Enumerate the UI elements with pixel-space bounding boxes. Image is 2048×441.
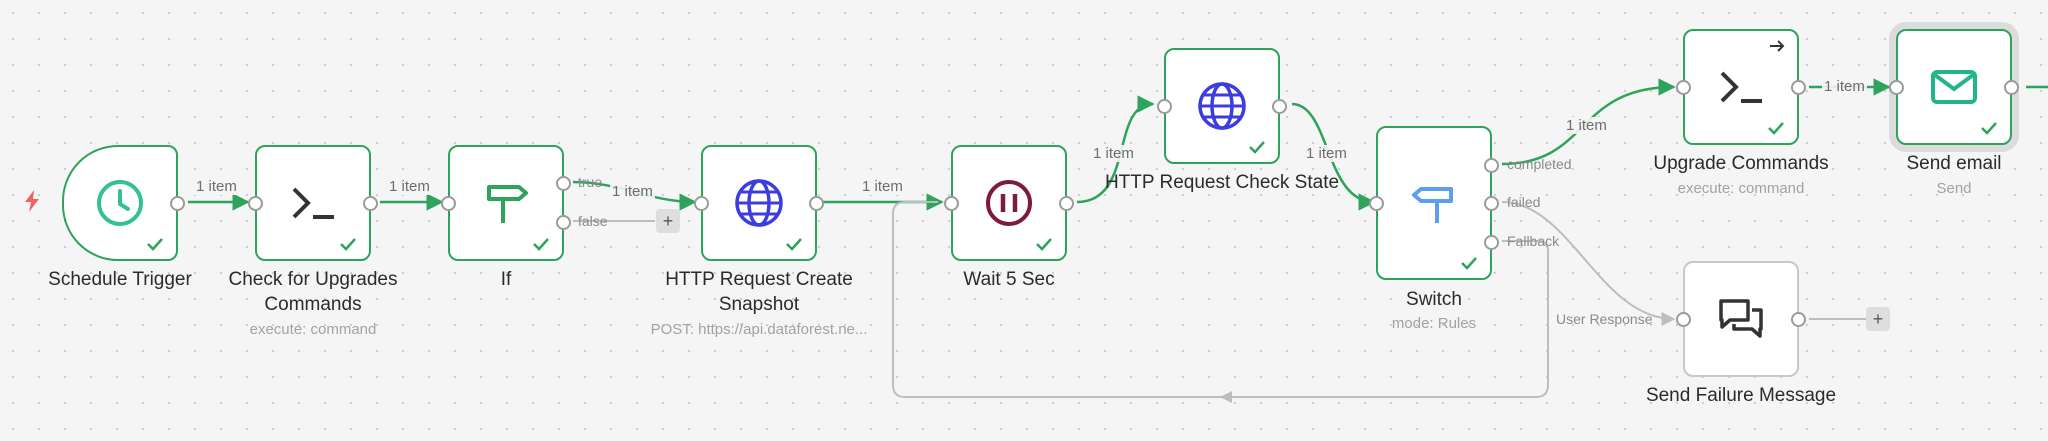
node-upgrade-commands[interactable]: [1676, 29, 1806, 145]
node-subtitle: mode: Rules: [1391, 315, 1477, 332]
node-title: Check for Upgrades Commands: [228, 269, 398, 315]
input-handle[interactable]: [1676, 79, 1691, 95]
success-check-icon: [1249, 141, 1265, 154]
output-handle-completed[interactable]: [1484, 158, 1499, 173]
output-label-fallback: Fallback: [1507, 233, 1560, 249]
output-handle-false[interactable]: [556, 215, 571, 230]
node-title: Schedule Trigger: [48, 269, 192, 290]
edge-item-count: 1 item: [387, 178, 432, 195]
clock-icon: [97, 180, 143, 226]
output-handle-fallback[interactable]: [1484, 235, 1499, 250]
output-label-completed: completed: [1507, 156, 1572, 172]
edge-item-count: 1 item: [1564, 117, 1609, 134]
node-title: If: [500, 269, 512, 290]
node-title: Upgrade Commands: [1653, 153, 1829, 174]
node-title: Switch: [1406, 289, 1462, 310]
output-handle[interactable]: [363, 195, 378, 211]
output-handle-true[interactable]: [556, 176, 571, 191]
globe-icon: [735, 179, 783, 227]
globe-icon: [1198, 82, 1246, 130]
edge-item-count: 1 item: [1822, 78, 1867, 95]
node-if[interactable]: [441, 145, 571, 261]
node-send-email[interactable]: [1889, 29, 2019, 145]
node-title: HTTP Request Create Snapshot: [665, 269, 853, 315]
loop-arrow: [1220, 391, 1232, 403]
output-handle[interactable]: [1272, 98, 1287, 114]
node-switch[interactable]: [1369, 126, 1499, 280]
signpost-icon: [487, 185, 528, 223]
node-subtitle: execute: command: [249, 321, 377, 338]
output-handle[interactable]: [170, 195, 185, 211]
trigger-bolt-icon: [25, 190, 39, 212]
node-send-failure-message[interactable]: [1676, 261, 1806, 377]
node-title: Wait 5 Sec: [963, 269, 1055, 290]
input-handle[interactable]: [944, 195, 959, 211]
input-handle[interactable]: [1676, 311, 1691, 327]
pause-icon: [986, 180, 1032, 226]
output-handle[interactable]: [809, 195, 824, 211]
node-http-create-snapshot[interactable]: [694, 145, 824, 261]
edge-item-count: 1 item: [194, 178, 239, 195]
output-handle[interactable]: [2004, 79, 2019, 95]
add-node-button[interactable]: +: [656, 209, 680, 233]
node-schedule-trigger[interactable]: [62, 145, 185, 261]
output-handle-failed[interactable]: [1484, 196, 1499, 211]
node-subtitle: execute: command: [1677, 180, 1805, 197]
success-check-icon: [340, 238, 356, 251]
edge-item-count: 1 item: [1091, 145, 1136, 162]
input-handle[interactable]: [1157, 98, 1172, 114]
input-label-user-response: User Response: [1556, 311, 1653, 327]
input-handle[interactable]: [1369, 195, 1384, 211]
node-http-check-state[interactable]: [1157, 48, 1287, 164]
input-handle[interactable]: [441, 195, 456, 211]
node-subtitle: Send: [1936, 180, 1972, 197]
output-handle[interactable]: [1059, 195, 1074, 211]
node-title: Send Failure Message: [1645, 385, 1837, 406]
node-check-upgrades[interactable]: [248, 145, 378, 261]
success-check-icon: [1768, 122, 1784, 135]
success-check-icon: [786, 238, 802, 251]
mail-icon: [1931, 70, 1977, 104]
output-label-true: true: [578, 174, 603, 190]
success-check-icon: [147, 238, 163, 251]
terminal-icon: [292, 187, 334, 219]
success-check-icon: [1981, 122, 1997, 135]
output-handle[interactable]: [1791, 311, 1806, 327]
success-check-icon: [533, 238, 549, 251]
node-title: Send email: [1906, 153, 2002, 174]
edge-item-count: 1 item: [1304, 145, 1349, 162]
output-label-false: false: [578, 213, 608, 229]
node-title: HTTP Request Check State: [1104, 172, 1340, 193]
input-handle[interactable]: [1889, 79, 1904, 95]
input-handle[interactable]: [694, 195, 709, 211]
edge-item-count: 1 item: [610, 183, 655, 200]
node-subtitle: POST: https://api.dataforest.ne...: [650, 321, 868, 338]
input-handle[interactable]: [248, 195, 263, 211]
success-check-icon: [1461, 257, 1477, 270]
arrow-right-icon: [1770, 40, 1785, 52]
success-check-icon: [1036, 238, 1052, 251]
chat-icon: [1719, 299, 1763, 338]
signpost-icon: [1412, 187, 1453, 223]
output-handle[interactable]: [1791, 79, 1806, 95]
edge-switch-failure: [1501, 201, 1676, 326]
terminal-icon: [1720, 71, 1762, 103]
add-node-button[interactable]: +: [1866, 307, 1890, 331]
node-wait[interactable]: [944, 145, 1074, 261]
edge-item-count: 1 item: [860, 178, 905, 195]
output-label-failed: failed: [1507, 194, 1541, 210]
